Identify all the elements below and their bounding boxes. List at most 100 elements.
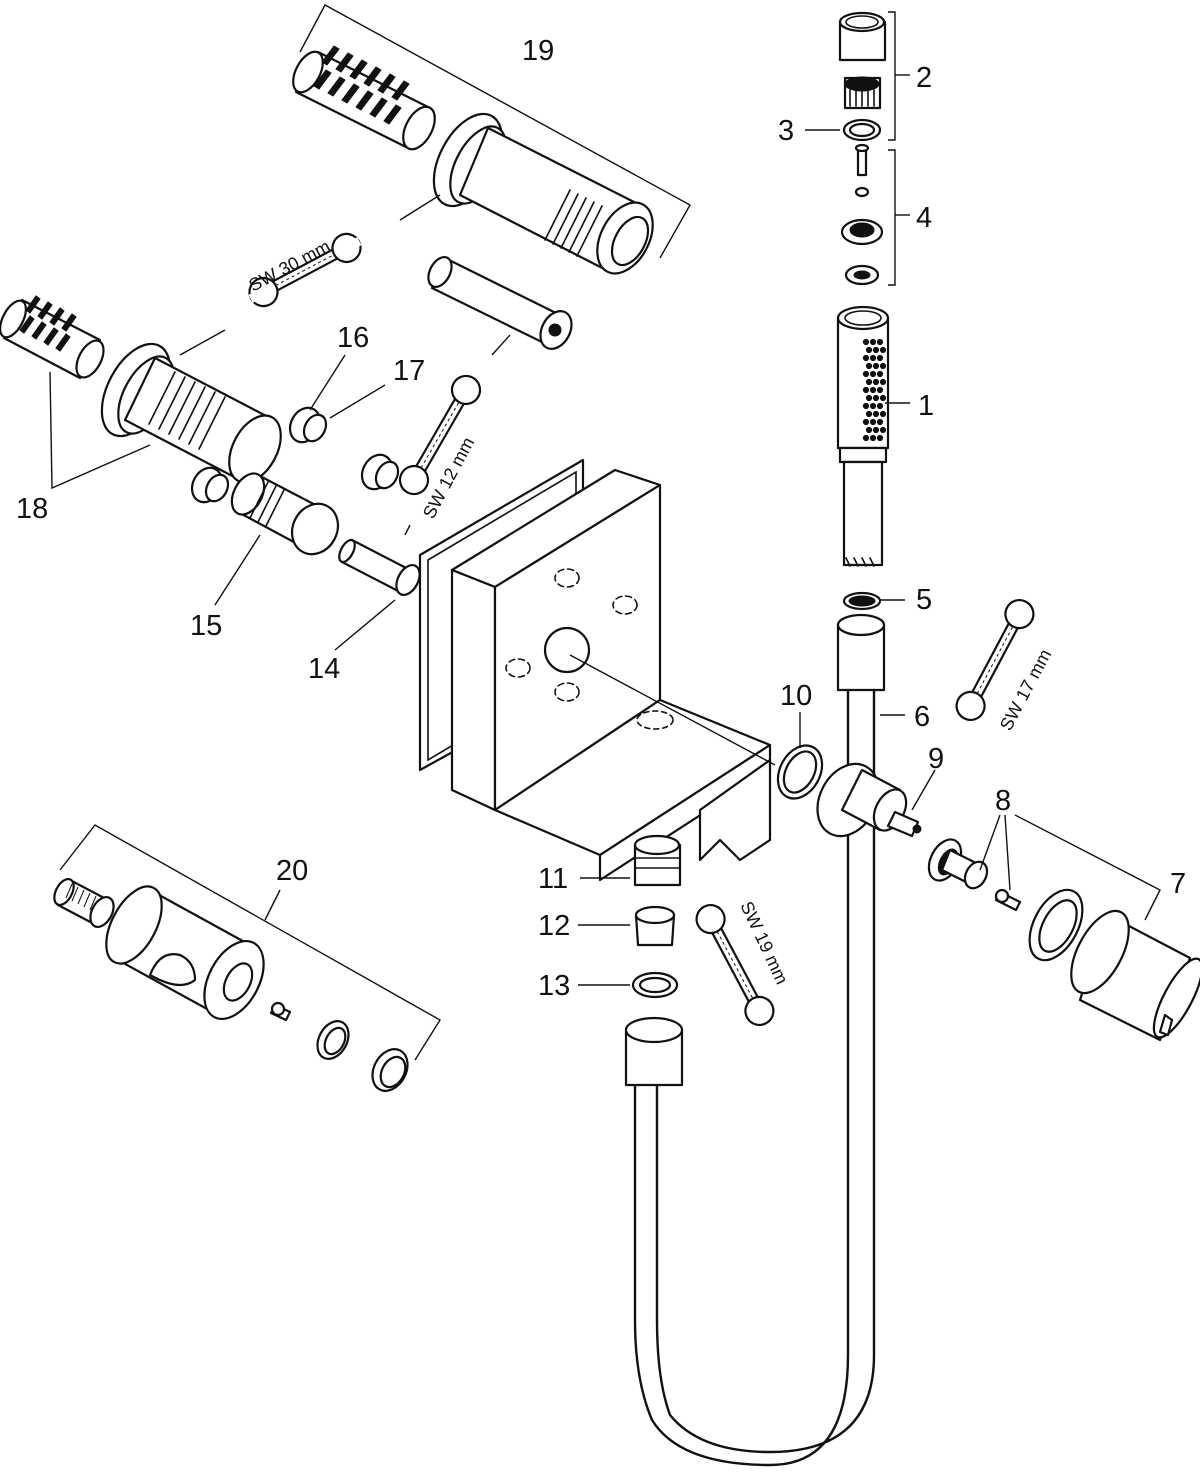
nozzle-dot	[865, 346, 873, 354]
nozzle-dot	[876, 386, 884, 394]
callout-7: 7	[1170, 868, 1186, 900]
part-13-washer	[631, 971, 679, 999]
nozzle-dot	[872, 426, 880, 434]
callout-17: 17	[393, 355, 425, 387]
nozzle-dot	[872, 362, 880, 370]
part-11-connector	[633, 834, 682, 887]
part-7-handle	[1028, 888, 1200, 1042]
nozzle-dot	[876, 418, 884, 426]
nozzle-dot	[869, 370, 877, 378]
part-19-pipe-extension	[292, 45, 654, 275]
nozzle-dot	[865, 362, 873, 370]
nozzle-dot	[862, 434, 870, 442]
callout-4: 4	[916, 202, 932, 234]
nozzle-dot	[879, 346, 887, 354]
nozzle-dot	[862, 354, 870, 362]
nozzle-dot	[872, 394, 880, 402]
leader-17	[329, 384, 386, 419]
callout-13: 13	[538, 970, 570, 1002]
nozzle-dot	[862, 418, 870, 426]
callout-15: 15	[190, 610, 222, 642]
callout-6: 6	[914, 701, 930, 733]
nozzle-dot	[876, 354, 884, 362]
nozzle-dot	[872, 346, 880, 354]
part-18-pipe-left	[0, 295, 282, 484]
leader-16	[309, 354, 346, 411]
callout-10: 10	[780, 680, 812, 712]
part-cartridge-pin	[427, 256, 573, 350]
part-4-insert	[840, 143, 884, 286]
wrench-sw19	[695, 903, 775, 1027]
leader-9	[911, 769, 936, 811]
nozzle-dot	[879, 410, 887, 418]
part-20-handle-group	[53, 877, 409, 1092]
part-5-filter	[842, 591, 882, 611]
bracket-19	[299, 4, 691, 259]
nozzle-dot	[869, 434, 877, 442]
part-2-cap	[838, 11, 887, 110]
part-12-nut	[634, 905, 676, 947]
leader-pin	[491, 334, 511, 356]
nozzle-dot	[862, 386, 870, 394]
leader-19	[399, 194, 441, 221]
bracket-18	[49, 371, 151, 490]
bracket-20	[59, 824, 441, 1061]
callout-3: 3	[778, 115, 794, 147]
callout-16: 16	[337, 322, 369, 354]
nozzle-dot	[865, 378, 873, 386]
leader-8	[979, 814, 1011, 891]
nozzle-dot	[872, 378, 880, 386]
nozzle-dot	[869, 386, 877, 394]
nozzle-dot	[869, 338, 877, 346]
callout-9: 9	[928, 743, 944, 775]
nozzle-dot	[869, 402, 877, 410]
part-1-hand-shower	[836, 305, 890, 567]
nozzle-dot	[879, 362, 887, 370]
nozzle-dot	[876, 370, 884, 378]
nozzle-dot	[876, 338, 884, 346]
callout-11: 11	[538, 863, 568, 895]
nozzle-dot	[879, 426, 887, 434]
wrench-sw30	[248, 232, 362, 308]
part-15-valve	[190, 466, 340, 556]
callout-14: 14	[308, 653, 340, 685]
nozzle-dot	[879, 378, 887, 386]
nozzle-dot	[862, 370, 870, 378]
bracket-7	[1014, 814, 1161, 921]
part-3-seal	[842, 118, 882, 142]
nozzle-dot	[869, 354, 877, 362]
part-14-spindle	[338, 538, 421, 596]
nozzle-dot	[876, 434, 884, 442]
axis-line	[569, 654, 776, 766]
callout-12: 12	[538, 910, 570, 942]
nozzle-dot	[869, 418, 877, 426]
nozzle-dot	[865, 410, 873, 418]
callout-2: 2	[916, 62, 932, 94]
nozzle-dot	[865, 426, 873, 434]
nozzle-dot	[865, 394, 873, 402]
wrench-sw12	[398, 374, 482, 496]
callout-5: 5	[916, 584, 932, 616]
callout-19: 19	[522, 35, 554, 67]
nozzle-dot	[862, 402, 870, 410]
part-16-ring	[288, 406, 328, 444]
leader-14	[334, 524, 411, 651]
leader-15	[214, 534, 261, 606]
callout-18: 18	[16, 493, 48, 525]
callout-1: 1	[918, 390, 934, 422]
part-17-ring	[360, 453, 400, 491]
part-9-connector	[816, 762, 922, 838]
label-sw17: SW 17 mm	[996, 646, 1055, 734]
mounting-box	[418, 458, 772, 882]
part-6-hose	[624, 613, 886, 1467]
part-10-oring	[776, 744, 824, 800]
nozzle-dot	[872, 410, 880, 418]
nozzle-dot	[862, 338, 870, 346]
leader-18b	[179, 329, 226, 356]
callout-8: 8	[995, 785, 1011, 817]
bracket-4	[888, 149, 896, 286]
nozzle-dot	[879, 394, 887, 402]
wrench-sw17	[955, 598, 1035, 722]
nozzle-dot	[876, 402, 884, 410]
